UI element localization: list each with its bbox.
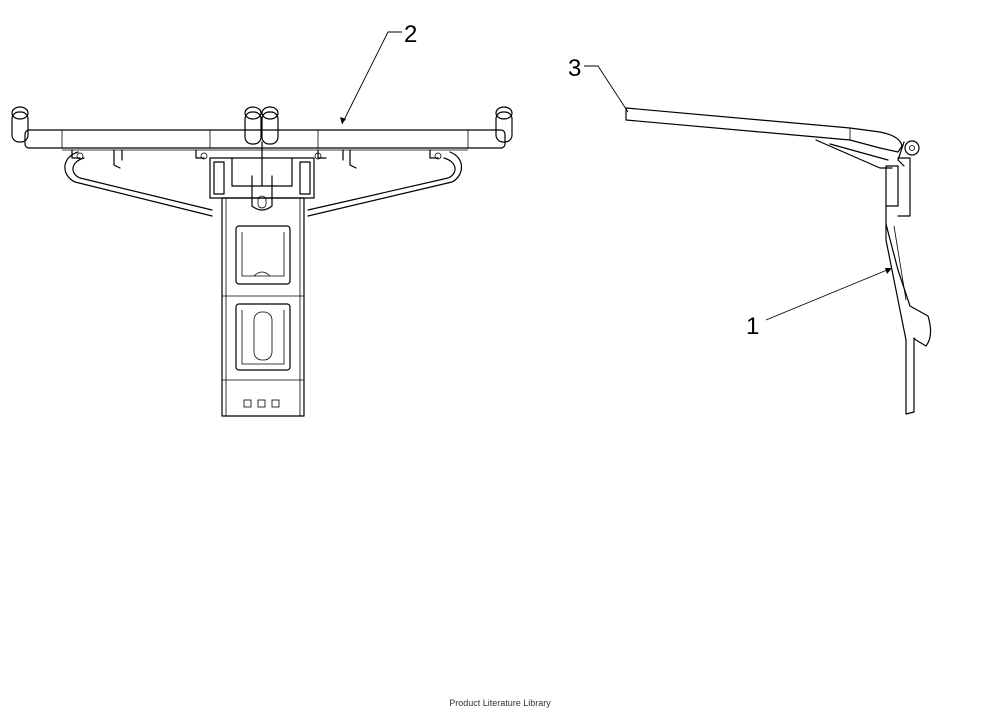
handle-posts xyxy=(11,106,513,145)
callout-label-3: 3 xyxy=(568,55,581,82)
side-view xyxy=(625,107,932,415)
footer-caption: Product Literature Library xyxy=(449,698,551,708)
callout-2: 2 xyxy=(340,21,417,125)
center-post xyxy=(209,141,315,417)
rail-clips xyxy=(71,149,442,169)
side-arm xyxy=(625,107,903,169)
callout-label-1: 1 xyxy=(746,313,759,340)
callout-1: 1 xyxy=(746,267,893,340)
support-wires xyxy=(64,151,463,217)
hinge xyxy=(897,140,920,167)
callout-3: 3 xyxy=(568,55,629,113)
front-view xyxy=(11,106,513,417)
side-bracket xyxy=(885,157,932,415)
top-rail xyxy=(24,129,506,151)
callout-label-2: 2 xyxy=(404,21,417,48)
